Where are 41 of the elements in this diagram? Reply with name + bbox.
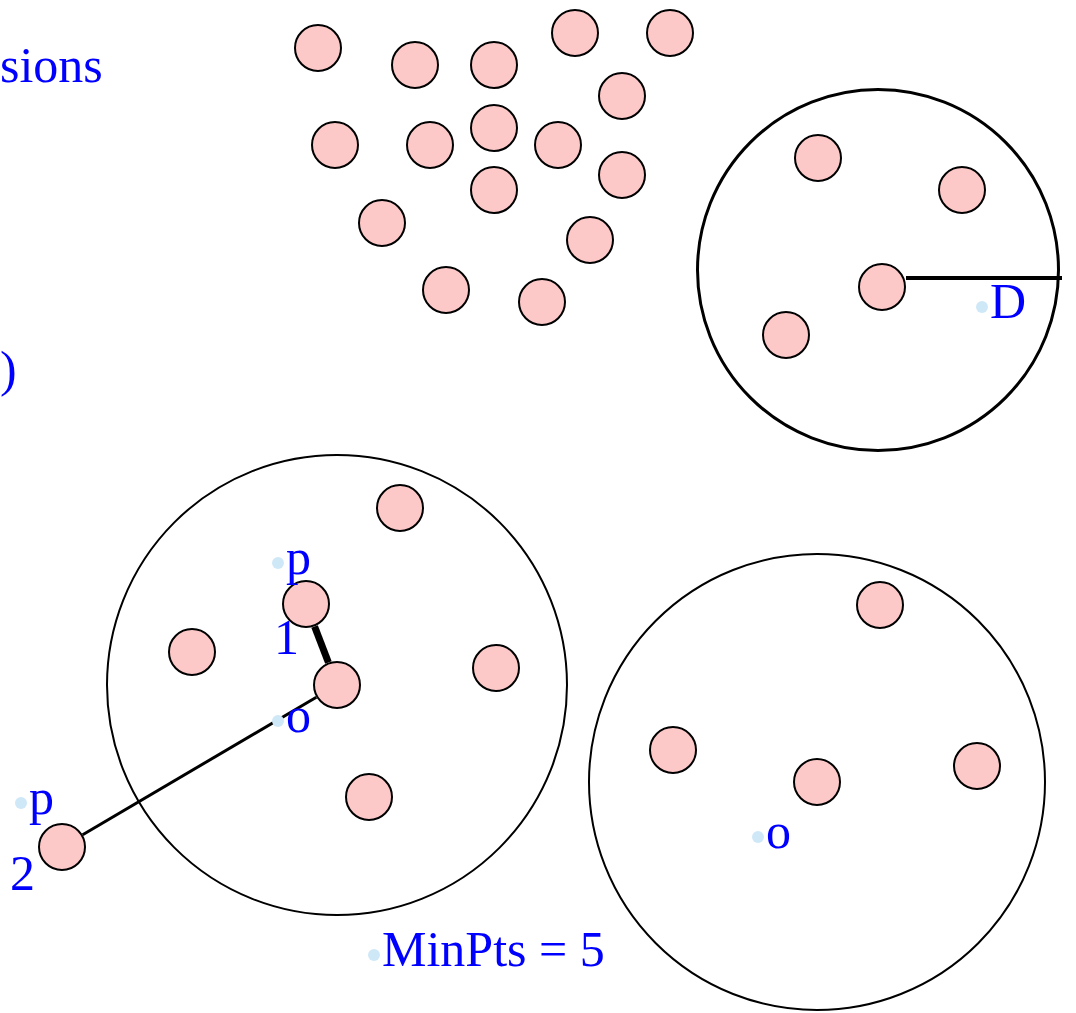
- data-point: [470, 41, 518, 89]
- data-point: [953, 742, 1001, 790]
- data-point: [938, 166, 986, 214]
- data-point: [391, 41, 439, 89]
- neighborhood-circle: [696, 88, 1060, 452]
- data-point: [856, 581, 904, 629]
- data-point: [294, 24, 342, 72]
- point-label: o: [272, 690, 311, 740]
- data-point: [551, 9, 599, 57]
- data-point: [598, 151, 646, 199]
- data-point: [406, 121, 454, 169]
- point-label: MinPts = 5: [368, 924, 605, 974]
- point-label: D: [976, 276, 1027, 326]
- point-label: sions: [0, 40, 103, 90]
- data-point: [598, 72, 646, 120]
- distance-line: [81, 695, 318, 837]
- data-point: [470, 104, 518, 152]
- data-point: [566, 216, 614, 264]
- distance-line: [311, 625, 332, 664]
- data-point: [794, 134, 842, 182]
- data-point: [376, 484, 424, 532]
- data-point: [313, 661, 361, 709]
- data-point: [422, 266, 470, 314]
- data-point: [534, 121, 582, 169]
- data-point: [518, 278, 566, 326]
- neighborhood-circle: [106, 454, 568, 916]
- data-point: [793, 758, 841, 806]
- point-label: 2: [10, 848, 35, 898]
- data-point: [649, 726, 697, 774]
- point-label: o: [752, 806, 791, 856]
- data-point: [470, 166, 518, 214]
- data-point: [345, 773, 393, 821]
- data-point: [858, 263, 906, 311]
- data-point: [762, 311, 810, 359]
- data-point: [472, 644, 520, 692]
- data-point: [358, 199, 406, 247]
- data-point: [38, 823, 86, 871]
- data-point: [311, 121, 359, 169]
- data-point: [646, 9, 694, 57]
- data-point: [168, 628, 216, 676]
- point-label: 1: [274, 612, 299, 662]
